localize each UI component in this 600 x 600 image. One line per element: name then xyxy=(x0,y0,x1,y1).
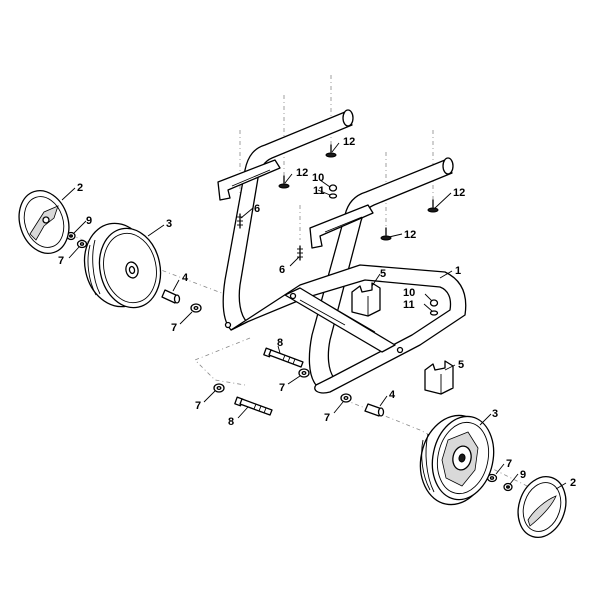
nut-10-lower xyxy=(429,299,439,307)
washer-7-bolt-lower xyxy=(213,383,225,393)
callout-9-left: 9 xyxy=(86,215,92,227)
screw-6-lower xyxy=(297,245,303,261)
wheel-3-left xyxy=(83,222,162,309)
callout-7-right-cap: 7 xyxy=(506,458,512,470)
callout-7-left-cap: 7 xyxy=(58,255,64,267)
callout-4-left: 4 xyxy=(182,272,189,284)
callout-12-b: 12 xyxy=(296,167,308,179)
callout-6-upper: 6 xyxy=(254,203,260,215)
callout-12-c: 12 xyxy=(453,187,465,199)
callout-11-upper: 11 xyxy=(313,185,325,197)
callout-4-right: 4 xyxy=(389,389,396,401)
washer-11-lower xyxy=(429,310,439,316)
callout-12-d: 12 xyxy=(404,229,416,241)
callout-1: 1 xyxy=(455,265,461,277)
foot-5-upper xyxy=(351,282,381,317)
frame xyxy=(217,109,467,394)
callout-6-lower: 6 xyxy=(279,264,285,276)
wheel-3-right xyxy=(419,414,495,506)
hub-cap-2-right xyxy=(517,476,567,538)
callout-7-right-wheel: 7 xyxy=(324,412,330,424)
washer-7-bolt-upper xyxy=(298,368,310,378)
callout-2-left: 2 xyxy=(77,182,83,194)
callout-5-upper: 5 xyxy=(380,268,386,280)
axle-bolt-8-upper xyxy=(263,347,304,368)
nut-10-upper xyxy=(328,184,338,192)
leader-lines xyxy=(61,142,567,490)
callout-3-left: 3 xyxy=(166,218,172,230)
hub-cap-2-left xyxy=(18,190,70,254)
spacer-4-left xyxy=(161,289,181,304)
callout-12-a: 12 xyxy=(343,136,355,148)
callout-10-upper: 10 xyxy=(312,172,324,184)
callout-5-lower: 5 xyxy=(458,359,464,371)
washer-7-right-cap xyxy=(486,473,498,483)
axle-bolt-8-lower xyxy=(234,396,273,416)
screw-12-c xyxy=(427,199,439,213)
callout-7-bolt-lower: 7 xyxy=(195,400,201,412)
spacer-4-right xyxy=(364,403,385,417)
callout-labels: 1 2 2 3 3 4 4 5 5 6 6 7 7 7 7 7 7 8 8 9 … xyxy=(58,136,576,489)
callout-7-bolt-upper: 7 xyxy=(279,382,285,394)
callout-3-right: 3 xyxy=(492,408,498,420)
callout-8-upper: 8 xyxy=(277,337,283,349)
washer-11-upper xyxy=(328,193,338,199)
screw-12-a xyxy=(325,144,337,158)
washer-7-right-wheel xyxy=(340,393,352,403)
callout-7-left-wheel: 7 xyxy=(171,322,177,334)
callout-10-lower: 10 xyxy=(403,287,415,299)
screw-12-d xyxy=(380,227,392,241)
foot-5-lower xyxy=(424,360,454,395)
screw-12-b xyxy=(278,175,290,189)
nut-9-right xyxy=(503,482,513,492)
callout-11-lower: 11 xyxy=(403,299,415,311)
callout-8-lower: 8 xyxy=(228,416,234,428)
washer-7-left-cap xyxy=(76,239,88,249)
washer-7-left-wheel xyxy=(190,303,202,313)
callout-2-right: 2 xyxy=(570,477,576,489)
callout-9-right: 9 xyxy=(520,469,526,481)
nut-9-left xyxy=(66,231,76,241)
